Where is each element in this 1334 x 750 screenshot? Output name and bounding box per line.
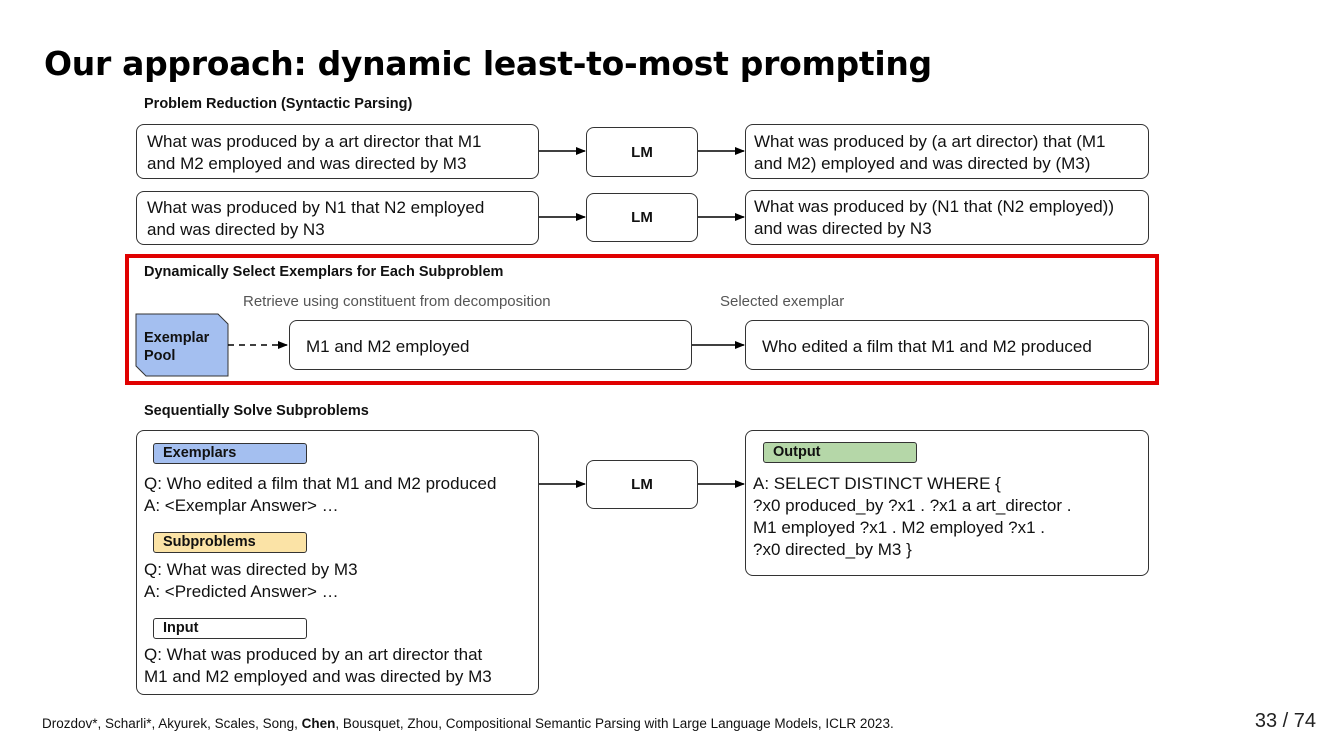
page-number: 33 / 74 <box>1254 710 1316 732</box>
selected-caption: Selected exemplar <box>720 293 845 310</box>
output-box: Output A: SELECT DISTINCT WHERE { ?x0 pr… <box>745 430 1149 576</box>
reduction-input-text-2: What was produced by N1 that N2 employed… <box>147 198 485 239</box>
exemplar-pool-shape <box>135 313 229 377</box>
selection-section-label: Dynamically Select Exemplars for Each Su… <box>144 264 504 280</box>
reduction-input-box-2: What was produced by N1 that N2 employed… <box>136 191 539 245</box>
constituent-text: M1 and M2 employed <box>306 337 470 356</box>
selection-highlight-frame <box>125 254 1159 385</box>
constituent-box: M1 and M2 employed <box>289 320 692 370</box>
exemplars-text: Q: Who edited a film that M1 and M2 prod… <box>144 474 497 515</box>
output-tag: Output <box>763 442 917 463</box>
exemplars-tag: Exemplars <box>153 443 307 464</box>
reduction-input-text-1: What was produced by a art director that… <box>147 132 482 173</box>
input-text: Q: What was produced by an art director … <box>144 645 492 686</box>
reduction-output-text-1: What was produced by (a art director) th… <box>754 132 1106 173</box>
citation-authors-after: , Bousquet, Zhou, Compositional Semantic… <box>335 716 894 731</box>
reduction-section-label: Problem Reduction (Syntactic Parsing) <box>144 96 413 112</box>
lm-box-2: LM <box>586 193 698 242</box>
output-text: A: SELECT DISTINCT WHERE { ?x0 produced_… <box>753 474 1072 559</box>
slide-title: Our approach: dynamic least-to-most prom… <box>44 44 932 83</box>
reduction-output-text-2: What was produced by (N1 that (N2 employ… <box>754 197 1114 238</box>
lm-box-3: LM <box>586 460 698 509</box>
prompt-box: Exemplars Q: Who edited a film that M1 a… <box>136 430 539 695</box>
citation: Drozdov*, Scharli*, Akyurek, Scales, Son… <box>42 716 894 731</box>
retrieve-caption: Retrieve using constituent from decompos… <box>243 293 551 310</box>
input-tag: Input <box>153 618 307 639</box>
subproblems-tag: Subproblems <box>153 532 307 553</box>
selected-exemplar-box: Who edited a film that M1 and M2 produce… <box>745 320 1149 370</box>
citation-highlighted-author: Chen <box>301 716 336 731</box>
subproblems-text: Q: What was directed by M3 A: <Predicted… <box>144 560 358 601</box>
solving-section-label: Sequentially Solve Subproblems <box>144 403 369 419</box>
exemplar-pool-label: Exemplar Pool <box>144 330 210 364</box>
reduction-output-box-2: What was produced by (N1 that (N2 employ… <box>745 190 1149 245</box>
lm-box-1: LM <box>586 127 698 177</box>
reduction-output-box-1: What was produced by (a art director) th… <box>745 124 1149 179</box>
citation-authors-before: Drozdov*, Scharli*, Akyurek, Scales, Son… <box>42 716 302 731</box>
reduction-input-box-1: What was produced by a art director that… <box>136 124 539 179</box>
selected-exemplar-text: Who edited a film that M1 and M2 produce… <box>762 337 1092 356</box>
